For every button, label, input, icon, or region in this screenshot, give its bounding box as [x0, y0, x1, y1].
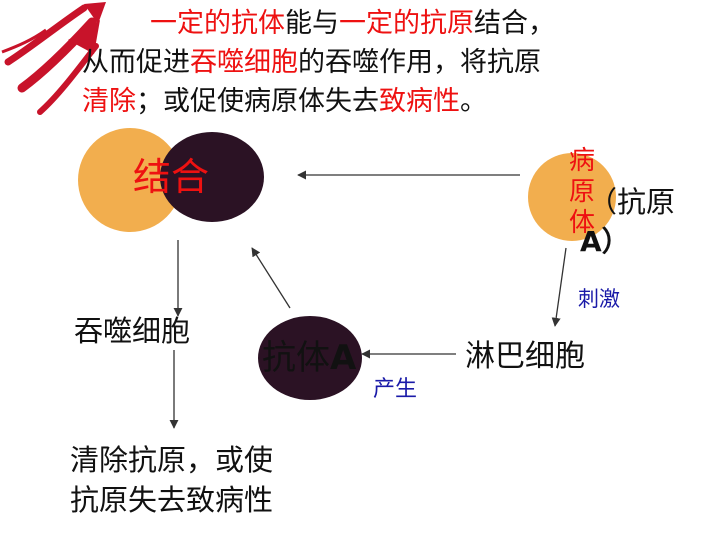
- pathogen-char: 体: [568, 208, 595, 238]
- produce-label: 产生: [373, 377, 418, 402]
- header-line-3: 清除；或促使病原体失去致病性。: [82, 82, 702, 121]
- header-run: 能与: [285, 8, 339, 39]
- header-text: 一定的抗体能与一定的抗原结合， 从而促进吞噬细胞的吞噬作用，将抗原 清除；或促使…: [82, 4, 702, 121]
- phagocyte-label: 吞噬细胞: [74, 314, 191, 348]
- header-emphasis: 清除: [82, 86, 136, 117]
- arrow-logo-icon: [1, 2, 106, 115]
- pathogen-char: 病: [568, 146, 595, 176]
- outcome-line: 抗原失去致病性: [70, 483, 274, 517]
- pathogen-label: 病 原 体: [565, 146, 599, 239]
- outcome-line: 清除抗原，或使: [70, 443, 274, 477]
- binding-label: 结合: [133, 155, 210, 199]
- header-run: 的吞噬作用，将抗原: [298, 47, 541, 78]
- pathogen-char: 原: [568, 177, 595, 207]
- antibody-a-text: 抗体A: [262, 338, 357, 378]
- antibody-a-ellipse: [258, 316, 362, 400]
- header-run: 结合，: [474, 8, 555, 39]
- header-emphasis: 吞噬细胞: [190, 47, 298, 78]
- lymphocyte-label: 淋巴细胞: [465, 339, 585, 374]
- arrow-pathogen-to-lymphocyte: [551, 247, 567, 327]
- outcome-text: 清除抗原，或使 抗原失去致病性: [70, 440, 273, 520]
- stimulate-label: 刺激: [578, 287, 620, 311]
- header-emphasis: 致病性: [379, 86, 460, 117]
- antigen-letter-label: A）: [580, 225, 630, 258]
- antibody-a-letter: A: [330, 338, 357, 378]
- bound-antibody-ellipse: [160, 132, 264, 222]
- bound-pathogen-circle: [78, 128, 182, 232]
- header-line-2: 从而促进吞噬细胞的吞噬作用，将抗原: [82, 43, 702, 82]
- arrow-antibody-to-binding: [251, 247, 291, 309]
- header-emphasis: 一定的抗原: [339, 8, 474, 39]
- header-run: 。: [460, 86, 487, 117]
- antigen-label: （抗原: [588, 185, 676, 219]
- pathogen-circle: [528, 153, 616, 241]
- header-run: ；或促使病原体失去: [136, 86, 379, 117]
- header-emphasis: 一定的抗体: [150, 8, 285, 39]
- header-line-1: 一定的抗体能与一定的抗原结合，: [82, 4, 702, 43]
- header-run: 从而促进: [82, 47, 190, 78]
- antibody-a-label: 抗体A: [262, 336, 356, 380]
